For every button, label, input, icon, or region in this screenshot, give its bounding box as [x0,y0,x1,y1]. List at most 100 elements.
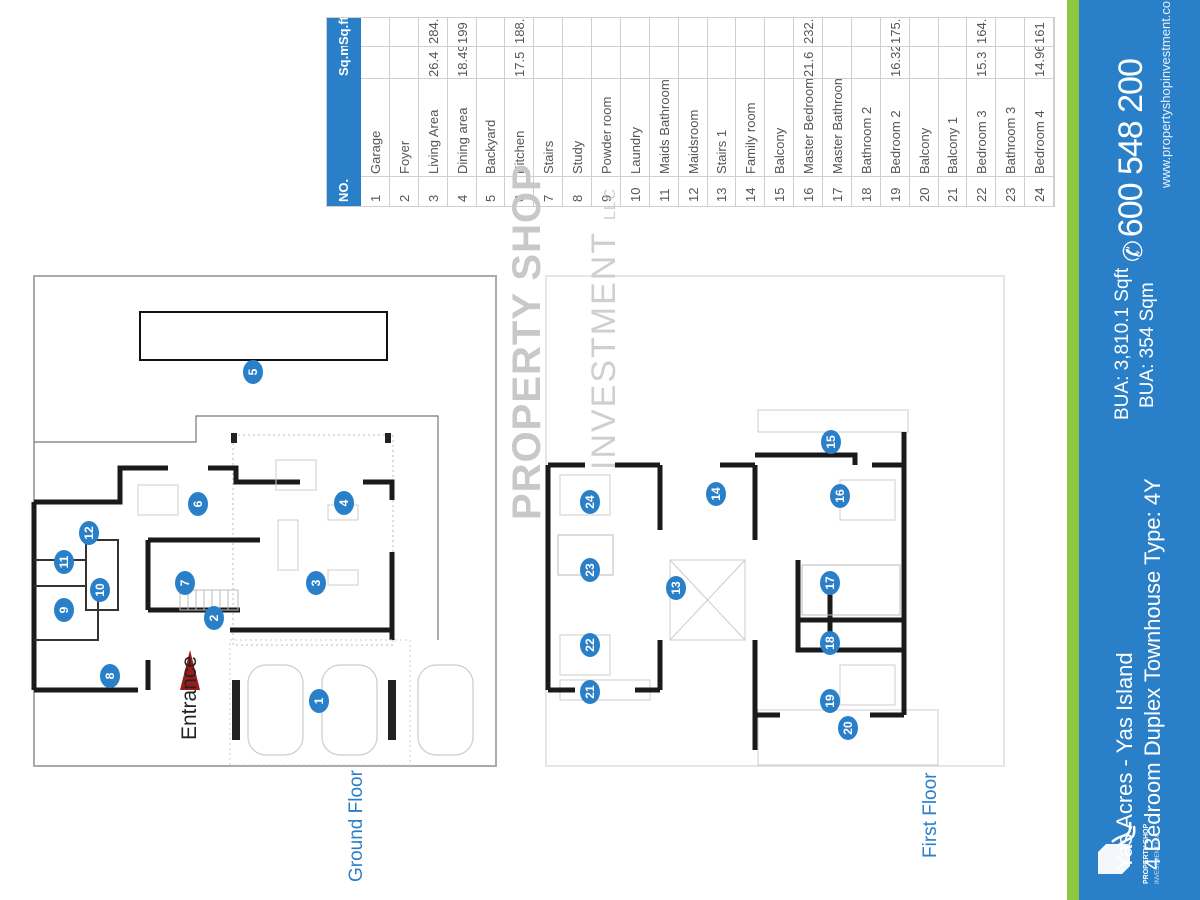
room-sqft: 188.3 [512,18,528,44]
header-no: NO. [336,178,351,202]
row-number: 11 [656,188,672,203]
row-number: 13 [714,187,730,202]
room-name: Powder room [598,96,614,174]
row-number: 2 [396,194,412,202]
marker-circle [580,680,600,704]
room-name: Bedroom 3 [974,110,990,174]
marker-circle [175,571,195,595]
room-marker: 14 [706,482,726,506]
room-name: Foyer [396,140,412,174]
room-name: Stairs 1 [714,129,730,174]
room-marker: 17 [820,571,840,595]
room-name: Study [570,140,586,174]
table-row: 8 Study [563,18,592,206]
marker-circle [309,689,329,713]
bua-sqft: BUA: 3,810.1 Sqft [1112,267,1133,420]
marker-number: 21 [583,685,597,699]
room-sqft: 284.1 [425,18,441,44]
room-sqft: 232.5 [801,18,817,44]
room-marker: 22 [580,633,600,657]
marker-circle [79,521,99,545]
room-name: Family room [743,102,759,174]
room-sqm: 16.32 [887,46,903,77]
unit-type-title: 4 Bedroom Duplex Townhouse Type: 4Y [1140,478,1165,870]
room-marker: 11 [54,550,74,574]
marker-circle [821,430,841,454]
room-name: Bathroom 3 [1003,106,1019,174]
marker-circle [820,689,840,713]
marker-circle [204,606,224,630]
logo-name: PROPERTY SHOP [1143,823,1150,884]
marker-number: 10 [93,583,107,597]
room-marker: 6 [188,492,208,516]
table-row: 13 Stairs 1 [707,18,737,206]
marker-circle [580,633,600,657]
marker-number: 17 [823,576,837,590]
company-logo-icon [1098,821,1136,874]
contact-banner [1079,0,1200,900]
room-name: Bathroom 2 [858,106,874,174]
room-marker: 16 [830,484,850,508]
row-number: 24 [1032,187,1048,202]
marker-number: 5 [246,368,260,375]
room-name: Maidsroom [685,109,701,174]
marker-circle [580,490,600,514]
row-number: 14 [743,187,759,202]
marker-circle [838,716,858,740]
room-name: Dining area [454,107,470,175]
room-marker: 23 [580,558,600,582]
phone-icon: ✆ [1118,241,1148,262]
row-number: 16 [801,187,817,202]
marker-number: 23 [583,563,597,577]
room-sqm: 26.4 [425,51,441,77]
phone-number[interactable]: ✆ 600 548 200 [1112,59,1151,262]
marker-number: 1 [312,697,326,704]
marker-circle [580,558,600,582]
room-marker: 7 [175,571,195,595]
entrance-label: Entrance [178,655,201,740]
room-sqm: 17.5 [512,51,528,77]
marker-number: 14 [709,487,723,501]
marker-circle [820,631,840,655]
room-name: Bedroom 2 [887,110,903,174]
marker-circle [820,571,840,595]
room-sqft: 199 [454,22,470,44]
room-sqft: 164.6 [974,18,990,44]
website-link[interactable]: www.propertyshopinvestment.com [1158,0,1173,188]
marker-number: 3 [309,579,323,586]
header-sqm: Sq.m [336,46,351,76]
row-number: 5 [483,194,499,202]
room-marker: 4 [334,491,354,515]
row-number: 22 [974,187,990,202]
row-number: 21 [945,187,961,202]
room-marker: 20 [838,716,858,740]
table-row: 22 Bedroom 3 15.3 164.6 [967,18,997,206]
row-number: 17 [829,187,845,202]
row-number: 10 [627,187,643,202]
row-number: 8 [570,194,586,202]
room-sqm: 15.3 [974,51,990,77]
phone-text: 600 548 200 [1112,59,1150,238]
marker-number: 7 [178,579,192,586]
marker-circle [830,484,850,508]
marker-circle [243,360,263,384]
marker-circle [54,550,74,574]
row-number: 19 [887,187,903,202]
room-name: Backyard [483,119,499,174]
watermark-investment: INVESTMENT [585,231,623,470]
room-name: Master Bathroom [829,78,845,174]
marker-number: 6 [191,500,205,507]
room-marker: 24 [580,490,600,514]
